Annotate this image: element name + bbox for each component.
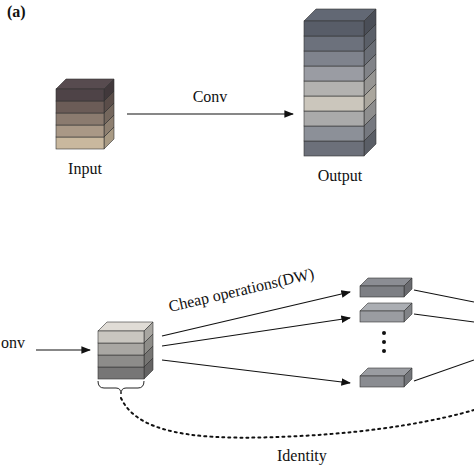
feature-map-cube: Output — [298, 8, 382, 185]
ellipsis-dot — [382, 349, 386, 353]
conv-arrow — [36, 349, 90, 350]
ellipsis-dot — [382, 331, 386, 335]
channel-slab — [304, 9, 376, 36]
output-line — [414, 290, 474, 302]
panel-letter: (a) — [6, 3, 27, 21]
annotation-label: Identity — [276, 447, 328, 465]
ghost-slab — [360, 368, 412, 387]
output-line — [414, 360, 474, 381]
ghost-slab — [360, 278, 412, 297]
annotation-label: onv — [0, 334, 26, 352]
ghost-slab — [360, 303, 412, 322]
intrinsic-slab — [98, 322, 153, 343]
cube-shape — [303, 8, 377, 157]
ellipsis-dot — [382, 340, 386, 344]
identity-path — [121, 398, 474, 438]
cheap-op-arrow — [162, 360, 350, 383]
bracket — [98, 381, 144, 394]
channel-slab — [56, 79, 114, 101]
output-line — [414, 314, 474, 322]
node-label: Output — [318, 167, 362, 185]
node-label: Input — [68, 160, 102, 178]
edge-label: Conv — [192, 88, 229, 106]
cube-shape — [55, 78, 115, 150]
cheap-op-arrow — [162, 318, 350, 346]
annotation-label: Cheap operations(DW) — [166, 265, 317, 317]
arrow-connector — [127, 113, 293, 114]
feature-map-cube: Input — [50, 78, 120, 178]
